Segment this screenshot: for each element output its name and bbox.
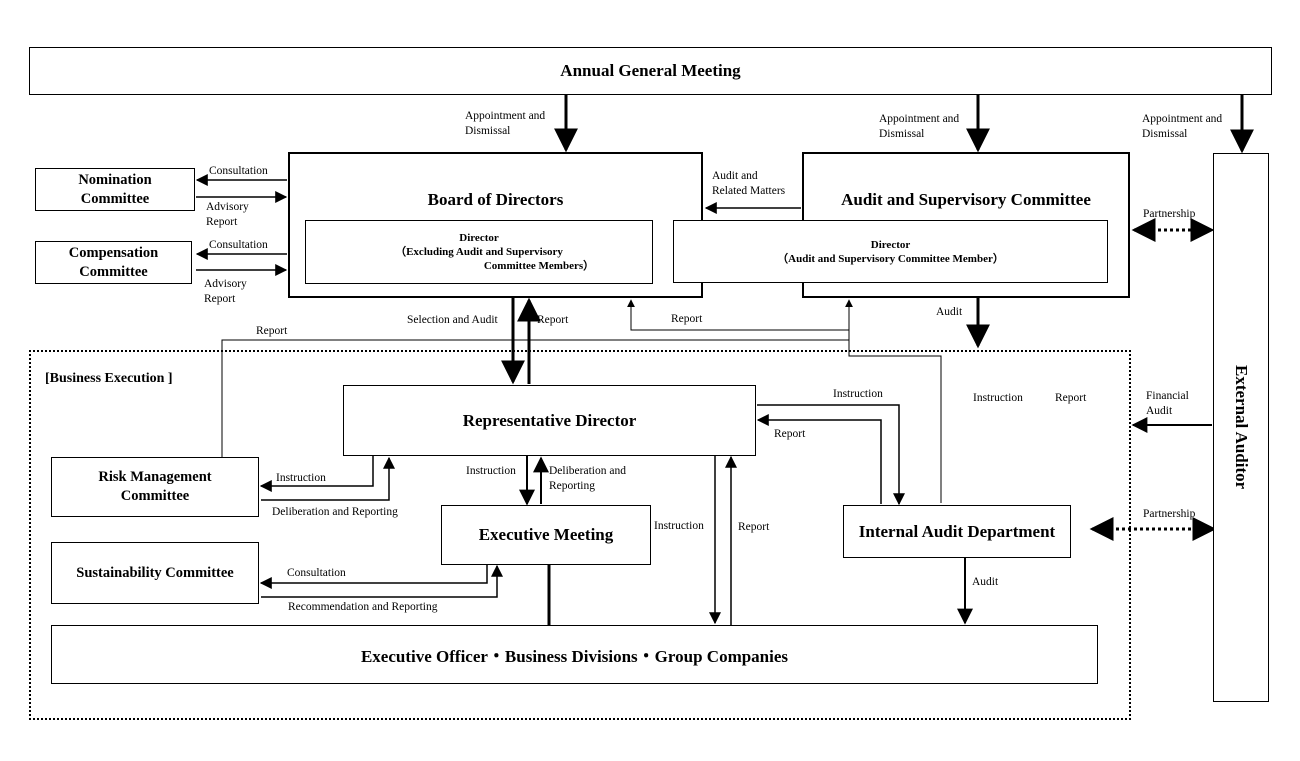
exec-meeting-label: Executive Meeting: [478, 525, 614, 544]
label-appointment-3: Appointment and Dismissal: [1142, 112, 1222, 142]
representative-director: Representative Director: [343, 385, 756, 456]
label-partnership-2: Partnership: [1143, 508, 1196, 520]
arrow-recommend-sus: [261, 564, 503, 598]
advisory-1-line1: Advisory: [206, 201, 249, 213]
label-audit-asc: Audit: [936, 306, 963, 318]
asc-director-title: Director: [870, 238, 911, 251]
appointment-1-line1: Appointment and: [465, 110, 546, 122]
arrow-instruction-ia: [757, 404, 905, 506]
annual-general-meeting: Annual General Meeting: [29, 47, 1272, 95]
compensation-line2: Committee: [79, 263, 148, 280]
board-director-sub1: （Excluding Audit and Supervisory: [395, 246, 563, 258]
sustainability-label: Sustainability Committee: [76, 564, 234, 581]
financial-audit-line1: Financial: [1146, 390, 1189, 402]
label-delib-risk: Deliberation and Reporting: [272, 506, 398, 518]
report-risk-line: [221, 339, 849, 457]
audit-related-line2: Related Matters: [712, 185, 786, 197]
asc-director-sub: （Audit and Supervisory Committee Member）: [777, 252, 1004, 265]
risk-line1: Risk Management: [98, 469, 212, 485]
label-delib-em: Deliberation and Reporting: [549, 464, 626, 494]
sustainability-committee: Sustainability Committee: [51, 542, 259, 604]
compensation-committee: Compensation Committee: [35, 241, 192, 284]
delib-em-line1: Deliberation and: [549, 465, 626, 477]
report-ia-board: [627, 299, 942, 503]
internal-audit-label: Internal Audit Department: [858, 521, 1056, 541]
appointment-2-line1: Appointment and: [879, 113, 960, 125]
label-instruction-ia: Instruction: [833, 388, 883, 400]
appointment-3-line1: Appointment and: [1142, 113, 1223, 125]
label-consultation-2: Consultation: [209, 239, 268, 251]
label-financial-audit: Financial Audit: [1146, 389, 1189, 419]
compensation-line1: Compensation: [68, 244, 159, 261]
external-auditor-label: External Auditor: [1232, 365, 1251, 490]
label-instruction-em: Instruction: [466, 465, 516, 477]
board-director-sub2: Committee Members）: [483, 260, 595, 272]
arrow-report-ia: [756, 414, 882, 504]
executive-meeting: Executive Meeting: [441, 505, 651, 565]
label-advisory-2: Advisory Report: [204, 277, 247, 307]
board-label: Board of Directors: [427, 190, 564, 209]
asc-label: Audit and Supervisory Committee: [841, 190, 1091, 209]
business-execution-area: [29, 350, 1131, 720]
agm-label: Annual General Meeting: [560, 61, 741, 80]
label-recommendation-sus: Recommendation and Reporting: [288, 601, 438, 613]
advisory-2-line2: Report: [204, 293, 236, 305]
label-instruction-eo: Instruction: [654, 520, 704, 532]
label-report-eo: Report: [738, 521, 770, 533]
nomination-committee: Nomination Committee: [35, 168, 195, 211]
arrow-consult-sus: [259, 565, 488, 589]
nomination-line2: Committee: [80, 190, 150, 207]
advisory-1-line2: Report: [206, 216, 238, 228]
delib-em-line2: Reporting: [549, 480, 595, 492]
label-selection-audit: Selection and Audit: [407, 314, 498, 326]
appointment-1-line2: Dismissal: [465, 125, 511, 137]
label-consultation-1: Consultation: [209, 165, 268, 177]
internal-audit-department: Internal Audit Department: [843, 505, 1071, 558]
risk-line2: Committee: [120, 488, 190, 504]
label-appointment-2: Appointment and Dismissal: [879, 112, 959, 142]
audit-related-line1: Audit and: [712, 170, 758, 182]
label-audit-ia: Audit: [972, 576, 999, 588]
label-advisory-1: Advisory Report: [206, 200, 249, 230]
label-report-board-2: Report: [671, 313, 703, 325]
label-instruction-risk: Instruction: [276, 472, 326, 484]
rep-director-label: Representative Director: [462, 410, 637, 430]
arrow-delib-risk: [261, 456, 395, 501]
label-consultation-sus: Consultation: [287, 567, 346, 579]
nomination-line1: Nomination: [78, 171, 152, 188]
appointment-2-line2: Dismissal: [879, 128, 925, 140]
label-appointment-1: Appointment and Dismissal: [465, 109, 545, 139]
asc-director-box: Director （Audit and Supervisory Committe…: [673, 220, 1108, 283]
label-report-risk: Report: [256, 325, 288, 337]
exec-officer-label: Executive Officer・Business Divisions・Gro…: [360, 647, 789, 666]
appointment-3-line2: Dismissal: [1142, 128, 1188, 140]
label-partnership-1: Partnership: [1143, 208, 1196, 220]
label-report-board: Report: [537, 314, 569, 326]
label-report-asc: Report: [1055, 392, 1087, 404]
arrow-instruction-risk: [259, 456, 374, 492]
financial-audit-line2: Audit: [1146, 405, 1173, 417]
board-director-box: Director （Excluding Audit and Supervisor…: [305, 220, 653, 284]
board-director-title: Director: [459, 232, 499, 244]
label-audit-related: Audit and Related Matters: [712, 169, 785, 199]
risk-management-committee: Risk Management Committee: [51, 457, 259, 517]
label-report-ia: Report: [774, 428, 806, 440]
advisory-2-line1: Advisory: [204, 278, 247, 290]
business-execution-label: [Business Execution ]: [45, 371, 173, 386]
label-instruction-asc: Instruction: [973, 392, 1023, 404]
external-auditor: External Auditor: [1213, 153, 1269, 702]
executive-officer-divisions: Executive Officer・Business Divisions・Gro…: [51, 625, 1098, 684]
